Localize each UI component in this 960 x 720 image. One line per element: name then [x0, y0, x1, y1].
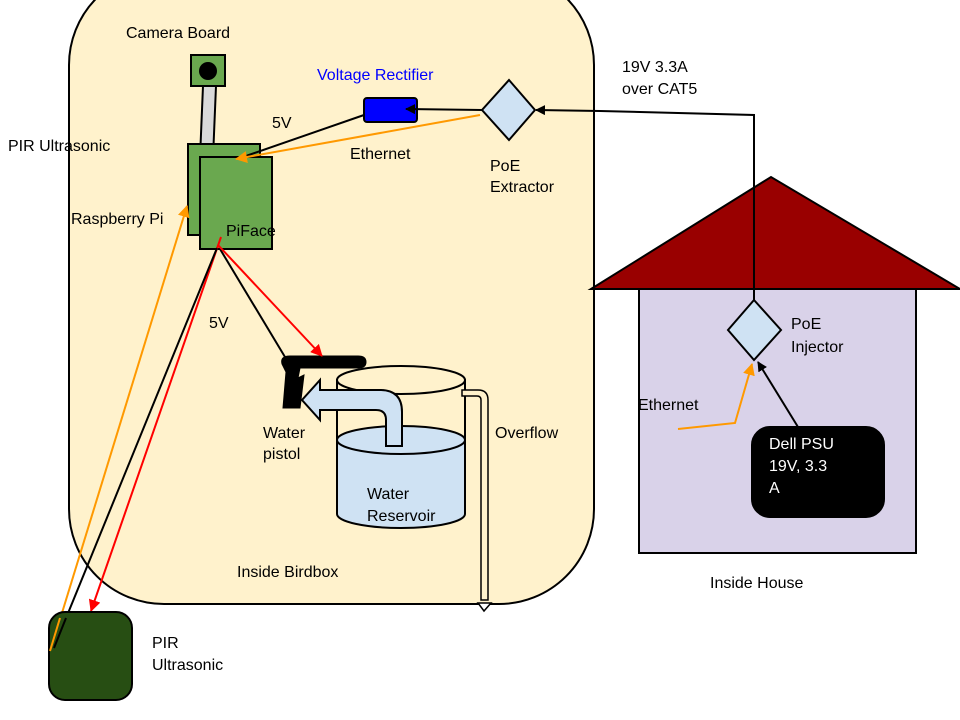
water-pistol-label-line1: Water	[263, 425, 306, 442]
overflow-label: Overflow	[495, 425, 559, 442]
pir-ultrasonic-label-top: PIR Ultrasonic	[8, 138, 111, 155]
piface-to-pir-signal-line	[88, 236, 222, 612]
dell-psu-label-line3: A	[769, 480, 780, 497]
ethernet-house-label: Ethernet	[638, 397, 699, 414]
water-reservoir	[336, 440, 466, 529]
house-roof	[587, 175, 960, 290]
piface-to-pistol-signal-line	[217, 244, 323, 357]
ethernet-label-top: Ethernet	[350, 146, 411, 163]
water-pistol-label-line2: pistol	[263, 446, 301, 463]
water-reservoir-label-line2: Reservoir	[367, 508, 436, 525]
five-volt-label-mid: 5V	[209, 315, 229, 332]
piface-to-pir-5v-line	[51, 247, 218, 651]
inside-house-label: Inside House	[710, 575, 804, 592]
camera-board-label: Camera Board	[126, 25, 231, 42]
pir-signal-line-end	[49, 617, 61, 652]
water-reservoir-label-line1: Water	[367, 486, 410, 503]
pir-to-pi-signal-line	[49, 205, 190, 653]
extractor-to-rectifier-line	[405, 104, 483, 115]
poe-extractor-label-line1: PoE	[490, 158, 521, 175]
psu-to-injector-line	[757, 361, 799, 428]
poe-extractor	[480, 78, 537, 142]
rectifier-to-pi-5v-line	[242, 114, 365, 158]
overflow-outlet-arrow	[476, 602, 493, 613]
inside-birdbox-label: Inside Birdbox	[237, 564, 339, 581]
dell-psu-label-line1: Dell PSU	[769, 436, 834, 453]
power-cat5-label-line2: over CAT5	[622, 81, 698, 98]
ethernet-into-injector-line	[677, 363, 755, 430]
overflow-pipe	[461, 389, 489, 601]
camera-lens	[199, 62, 217, 80]
water-pipe-arrow	[300, 377, 403, 447]
dell-psu-label-line2: 19V, 3.3	[769, 458, 828, 475]
pir-5v-line-end	[53, 617, 67, 649]
five-volt-label-top: 5V	[272, 115, 292, 132]
poe-extractor-label-line2: Extractor	[490, 179, 555, 196]
raspberry-pi-label: Raspberry Pi	[71, 211, 164, 228]
dell-psu	[751, 426, 885, 518]
pir-ultrasonic-sensor	[48, 611, 133, 701]
poe-injector-label-line1: PoE	[791, 316, 822, 333]
poe-injector	[726, 298, 783, 362]
pir-bottom-label-line1: PIR	[152, 635, 179, 652]
power-cat5-label-line1: 19V 3.3A	[622, 59, 688, 76]
cat5-into-extractor	[535, 105, 601, 116]
piface-label: PiFace	[226, 223, 276, 240]
cat5-power-line	[599, 110, 755, 300]
pir-bottom-label-line2: Ultrasonic	[152, 657, 224, 674]
poe-injector-label-line2: Injector	[791, 339, 844, 356]
ethernet-extractor-to-pi-line	[235, 114, 481, 163]
piface-to-pistol-5v-line	[219, 248, 286, 358]
voltage-rectifier-label: Voltage Rectifier	[317, 67, 434, 84]
